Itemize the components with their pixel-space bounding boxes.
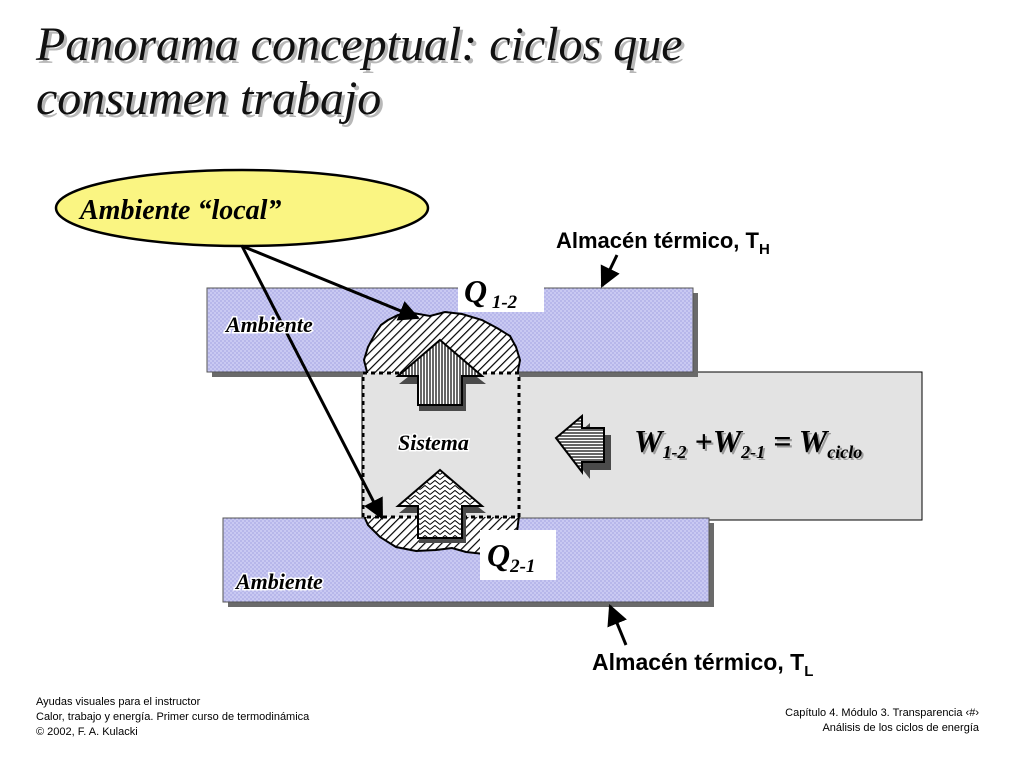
heat-in-label-bg [458,274,544,312]
heat-out-label-bg [480,530,556,580]
environment-bottom-label: Ambiente [234,569,323,594]
slide-title-line-1: Panorama conceptual: ciclos que [36,18,683,71]
hot-reservoir-subscript: H [759,241,770,258]
footer-chapter-info: Capítulo 4. Módulo 3. Transparencia ‹#› … [785,706,979,736]
hot-reservoir-pointer-arrow [600,254,620,288]
footer-right-line-2: Análisis de los ciclos de energía [822,722,979,734]
pointer-arrow-to-top-boundary [241,244,420,321]
slide-title-line-2: consumen trabajo [36,72,382,125]
heat-out-subscript: 2-1 [509,556,535,577]
footer-right-line-1: Capítulo 4. Módulo 3. Transparencia ‹#› [785,707,979,719]
hot-reservoir-label: Almacén térmico, TH [556,228,770,258]
pointer-arrow-to-bottom-boundary [240,245,384,520]
heat-in-label: Q 1-2 [464,273,518,313]
footer-left-line-3: © 2002, F. A. Kulacki [36,726,138,738]
environment-top-label: Ambiente [224,312,313,337]
cold-reservoir-subscript: L [804,663,813,680]
work-equation: W1-2 +W2-1 = Wciclo [634,423,862,462]
local-environment-label: Ambiente “local” [78,195,281,226]
slide-title: Panorama conceptual: ciclos que consumen… [36,18,996,126]
footer-left-line-2: Calor, trabajo y energía. Primer curso d… [36,711,310,723]
cold-reservoir-label: Almacén térmico, TL [592,649,813,680]
footer-left-line-1: Ayudas visuales para el instructor [36,696,201,708]
cold-reservoir-pointer-arrow [607,604,628,646]
heat-in-subscript: 1-2 [487,292,518,313]
heat-out-arrow-icon [395,468,486,543]
heat-out-label: Q2-1 [487,537,535,577]
system-label: Sistema [398,430,469,455]
work-input-arrow-icon [554,413,611,479]
heat-in-arrow-icon [395,338,486,411]
footer-credits: Ayudas visuales para el instructor Calor… [36,695,309,740]
